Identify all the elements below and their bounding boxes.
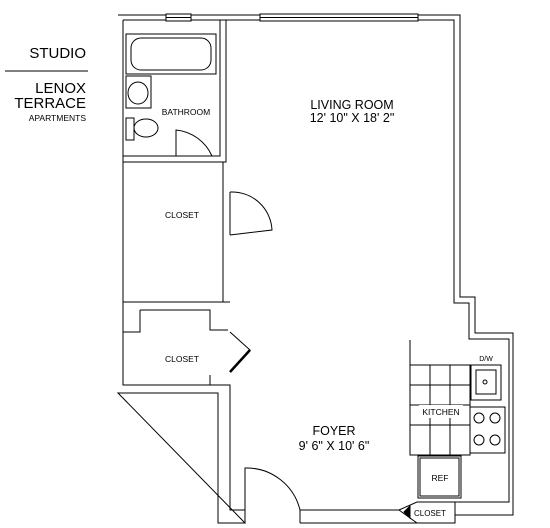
kitchen-sink (470, 364, 502, 401)
entry-closet (398, 501, 456, 524)
kitchen (409, 340, 506, 499)
building-name-line2: TERRACE (14, 95, 86, 112)
stove (469, 406, 506, 454)
closet-lower-label: CLOSET (165, 354, 199, 364)
closet-lower-walls (123, 301, 251, 386)
kitchen-label: KITCHEN (422, 407, 459, 417)
bathroom (123, 20, 227, 163)
foyer-dimensions: 9' 6" X 10' 6" (299, 439, 370, 453)
entry-closet-label: CLOSET (414, 509, 446, 518)
entry-door (244, 467, 301, 523)
bathroom-label: BATHROOM (162, 107, 210, 117)
toilet (125, 117, 135, 141)
kitchen-label-background (419, 405, 463, 418)
living-room-label: LIVING ROOM (310, 98, 393, 112)
refrigerator (417, 455, 462, 499)
closet-upper-walls (122, 161, 273, 303)
bathtub (125, 33, 217, 75)
living-room-dimensions: 12' 10" X 18' 2" (310, 111, 395, 125)
building-name-line3: APARTMENTS (29, 113, 87, 123)
foyer-label: FOYER (312, 424, 355, 438)
top-windows (165, 13, 419, 22)
unit-type-label: STUDIO (29, 45, 86, 62)
dishwasher-label: D/W (479, 356, 493, 363)
building-name-line1: LENOX (35, 80, 86, 97)
closet-upper-label: CLOSET (165, 210, 199, 220)
bathroom-sink (125, 75, 152, 109)
refrigerator-label: REF (432, 473, 449, 483)
